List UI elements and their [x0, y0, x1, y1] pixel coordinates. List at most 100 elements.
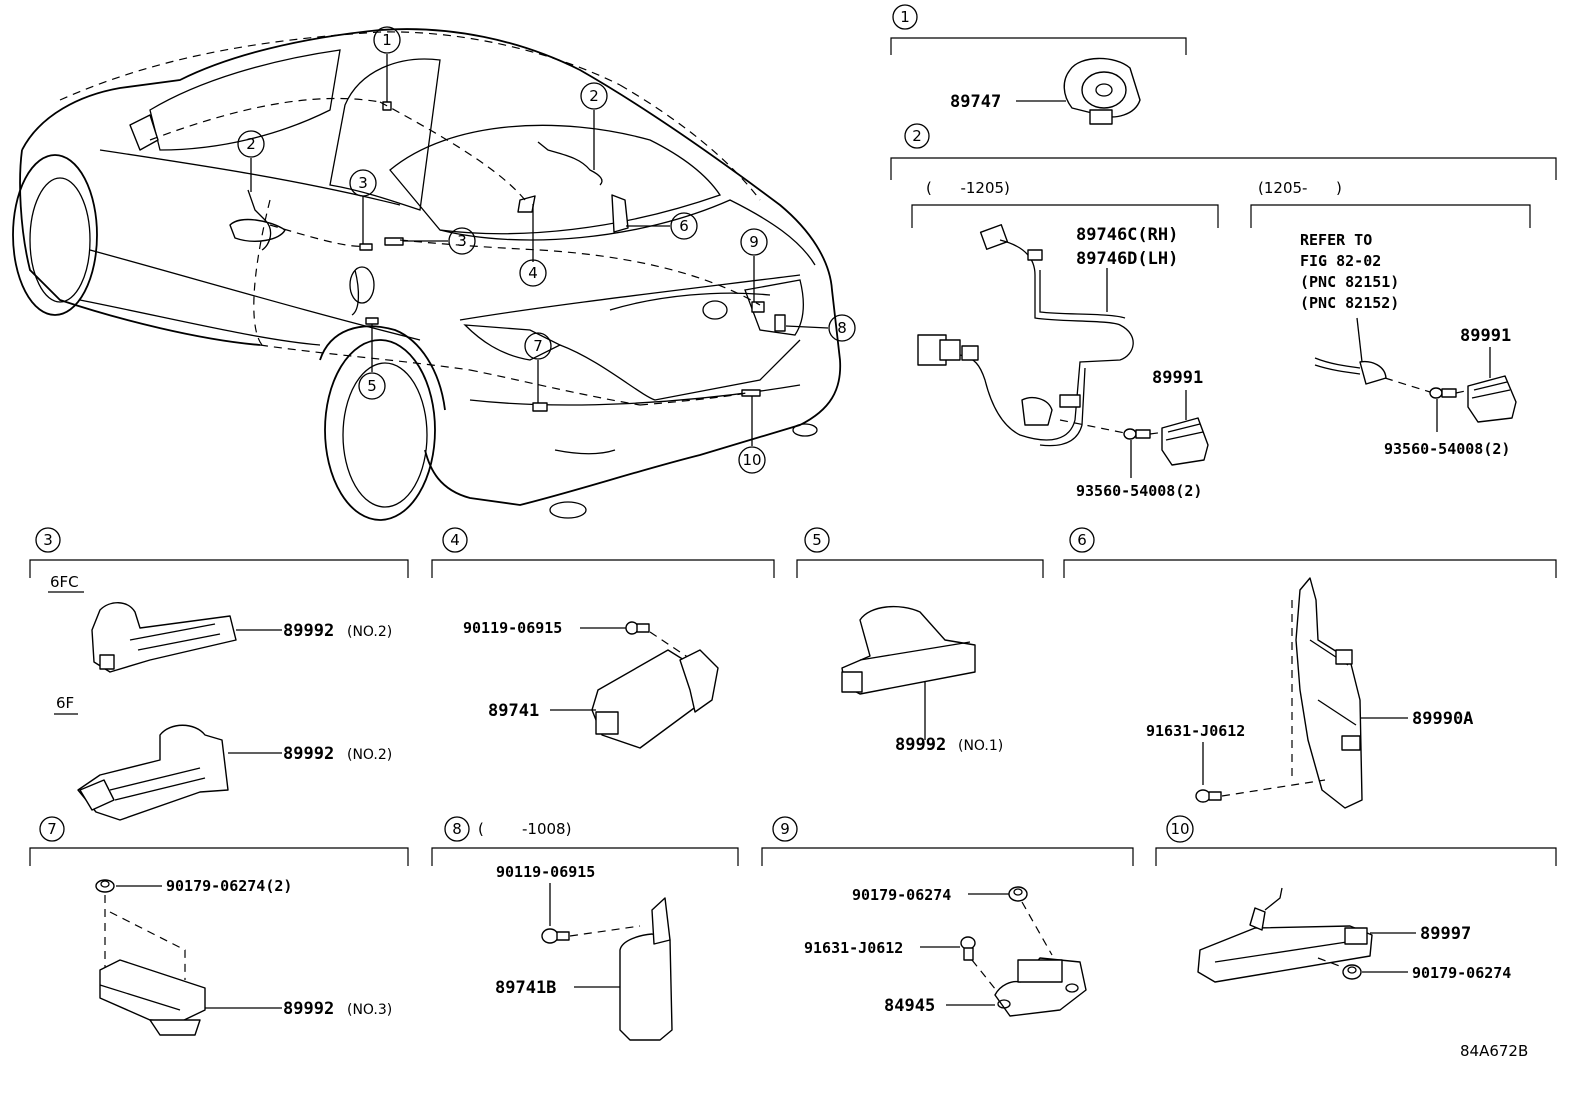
car-callouts: 1 2 2 3 3 4 5 6 7 8 9 10: [237, 26, 856, 474]
label-89741b: 89741B: [495, 978, 556, 998]
label-89992-b: 89992: [283, 744, 334, 764]
label-91631-s6: 91631-J0612: [1146, 722, 1245, 740]
section-3: 3 6FC 89992 (NO.2) 6F 89992 (NO.2): [29, 527, 409, 821]
section-10: 10 89997 90179-06274: [1155, 815, 1557, 983]
antenna-89992-no1: [841, 605, 976, 695]
svg-text:1: 1: [900, 8, 910, 26]
callout-3-a: 3: [349, 169, 377, 197]
callout-2-glass: 2: [580, 82, 608, 110]
callout-8: 8: [828, 314, 856, 342]
section-6: 6 89990A 91631-J0612: [1063, 527, 1557, 809]
note-89992-s7: (NO.3): [347, 1002, 392, 1018]
label-90179-s7: 90179-06274(2): [166, 877, 292, 895]
section-5: 5 89992 (NO.1): [796, 527, 1044, 755]
label-89991-left: 89991: [1152, 368, 1203, 388]
module-89991-left: [1161, 417, 1209, 466]
figure-code: 84A672B: [1460, 1042, 1528, 1060]
callout-4: 4: [519, 259, 547, 287]
bolt-90119-s4: [625, 621, 650, 635]
label-89992-s5: 89992: [895, 735, 946, 755]
svg-text:8: 8: [452, 820, 462, 838]
svg-text:6: 6: [1077, 531, 1087, 549]
note-89992-b: (NO.2): [347, 747, 392, 763]
car-callout-leaders: [250, 54, 829, 446]
harness-end-right: [1314, 357, 1387, 385]
callout-2-door: 2: [237, 130, 265, 158]
module-89990a: [1295, 577, 1363, 809]
callout-1: 1: [373, 26, 401, 54]
svg-text:4: 4: [450, 531, 460, 549]
antenna-89992-no3: [99, 959, 206, 1036]
svg-text:4: 4: [528, 264, 538, 282]
antenna-89992-no2-a: [91, 602, 237, 673]
label-93560-right: 93560-54008(2): [1384, 440, 1510, 458]
label-90119-s4: 90119-06915: [463, 619, 562, 637]
label-89991-right: 89991: [1460, 326, 1511, 346]
svg-text:3: 3: [358, 174, 368, 192]
refer-line-4: (PNC 82152): [1300, 294, 1399, 312]
module-89741: [591, 649, 719, 749]
label-89992-s7: 89992: [283, 999, 334, 1019]
nut-90179-s10: [1342, 964, 1362, 980]
refer-line-1: REFER TO: [1300, 231, 1372, 249]
car-illustration: [12, 28, 842, 521]
label-93560-left: 93560-54008(2): [1076, 482, 1202, 500]
label-89992-a: 89992: [283, 621, 334, 641]
antenna-89997: [1197, 887, 1373, 983]
range-left: ( -1205): [926, 179, 1010, 197]
part-89747-sensor: [1063, 57, 1141, 125]
callout-5: 5: [358, 372, 386, 400]
svg-text:2: 2: [589, 87, 599, 105]
label-90179-s10: 90179-06274: [1412, 964, 1511, 982]
svg-text:8: 8: [837, 319, 847, 337]
variant-6f: 6F: [56, 694, 74, 712]
bolt-91631-s9: [960, 936, 976, 961]
callout-6: 6: [670, 212, 698, 240]
bolt-93560-left: [1123, 428, 1151, 440]
nut-90179-s9: [1008, 886, 1028, 902]
label-89746c: 89746C(RH): [1076, 225, 1178, 245]
label-89997: 89997: [1420, 924, 1471, 944]
bolt-93560-right: [1429, 387, 1457, 399]
refer-line-2: FIG 82-02: [1300, 252, 1381, 270]
section-2: 2 ( -1205) (1205- ) 89746C(RH) 89746D(LH…: [890, 123, 1557, 500]
callout-9: 9: [740, 228, 768, 256]
range-s8: ( -1008): [478, 820, 571, 838]
range-right: (1205- ): [1258, 179, 1342, 197]
nut-90179-s7: [95, 879, 115, 893]
svg-text:1: 1: [382, 31, 392, 49]
section-1: 1 89747: [890, 4, 1187, 125]
svg-text:9: 9: [780, 820, 790, 838]
svg-text:6: 6: [679, 217, 689, 235]
callout-7: 7: [524, 332, 552, 360]
label-89747: 89747: [950, 92, 1001, 112]
label-90119-s8: 90119-06915: [496, 863, 595, 881]
svg-text:10: 10: [1170, 820, 1189, 838]
refer-line-3: (PNC 82151): [1300, 273, 1399, 291]
harness-89746: [917, 224, 1134, 447]
antenna-89992-no2-b: [77, 724, 229, 821]
svg-text:5: 5: [367, 377, 377, 395]
svg-text:5: 5: [812, 531, 822, 549]
section-9: 9 90179-06274 91631-J0612 84945: [761, 816, 1134, 1017]
svg-text:7: 7: [47, 820, 57, 838]
note-89992-s5: (NO.1): [958, 738, 1003, 754]
sensor-84945: [994, 957, 1087, 1017]
label-89741: 89741: [488, 701, 539, 721]
section-7: 7 90179-06274(2) 89992 (NO.3): [29, 816, 409, 1036]
module-89991-right: [1467, 375, 1517, 423]
note-89992-a: (NO.2): [347, 624, 392, 640]
bolt-91631-s6: [1195, 789, 1222, 803]
label-90179-s9: 90179-06274: [852, 886, 951, 904]
svg-text:2: 2: [246, 135, 256, 153]
svg-text:10: 10: [742, 451, 761, 469]
callout-10: 10: [738, 446, 766, 474]
section-4: 4 90119-06915 89741: [431, 527, 775, 749]
svg-text:7: 7: [533, 337, 543, 355]
bolt-90119-s8: [541, 928, 570, 944]
svg-text:3: 3: [43, 531, 53, 549]
callout-3-b: 3: [448, 227, 476, 255]
label-89990a: 89990A: [1412, 709, 1473, 729]
section-8: 8 ( -1008) 90119-06915 89741B: [431, 816, 739, 1041]
